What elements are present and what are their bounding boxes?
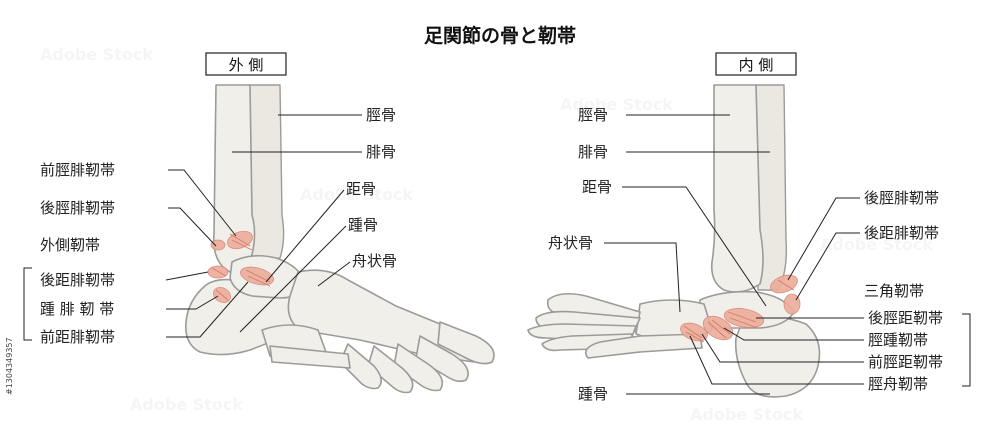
medial-calcaneus-label: 踵骨 [578,385,608,403]
medial-ant-tibiotalar-label: 前脛距靭帯 [868,353,943,371]
lateral-post-talofibular-leader [166,272,208,280]
medial-tibia-label: 脛骨 [578,106,608,124]
lateral-fifth-metatarsal [270,346,350,368]
medial-view: 内 側 [528,53,970,403]
medial-tibia-shape [712,85,763,292]
lateral-navicular-label: 舟状骨 [352,252,397,270]
watermark-text: Adobe Stock [40,45,153,64]
lateral-ant-talofibular-label: 前距腓靭帯 [40,328,115,346]
lateral-ptfl-upper-leader [168,208,216,246]
lateral-view: 外 側 [24,53,494,393]
medial-tibionavicular-label: 脛舟靭帯 [868,375,928,393]
medial-talus-label: 距骨 [582,178,612,196]
lateral-tibia-label: 脛骨 [366,106,396,124]
medial-view-label: 内 側 [739,56,774,74]
lateral-atfl-upper-label: 前脛腓靭帯 [40,161,115,179]
lateral-post-talofibular-ligament [208,266,228,278]
medial-tibiocalcaneal-label: 脛踵靭帯 [868,331,928,349]
watermark-text: Adobe Stock [130,395,243,414]
medial-post-talofibular-label: 後距腓靭帯 [864,224,939,242]
lateral-ptfl-upper-label: 後脛腓靭帯 [40,199,115,217]
lateral-view-label: 外 側 [229,56,264,74]
medial-post-tibiotalar-label: 後脛距靭帯 [868,309,943,327]
lateral-post-tibiofibular-ligament [211,240,225,250]
medial-navicular-label: 舟状骨 [548,234,593,252]
medial-deltoid-bracket [962,314,970,386]
medial-deltoid-group-label: 三角靭帯 [864,282,924,300]
medial-calcaneus-shape [736,317,820,396]
lateral-talus-label: 距骨 [346,180,376,198]
lateral-group-bracket [24,268,32,340]
watermark-text: Adobe Stock [560,95,673,114]
lateral-calcaneofibular-label: 踵 腓 靭 帯 [40,300,114,318]
lateral-post-talofibular-label: 後距腓靭帯 [40,271,115,289]
lateral-fibula-label: 腓骨 [366,143,396,161]
watermark-text: Adobe Stock [690,405,803,424]
medial-fibula-label: 腓骨 [578,143,608,161]
diagram-title: 足関節の骨と靭帯 [424,24,576,47]
medial-post-tibiofibular-label: 後脛腓靭帯 [864,189,939,207]
stock-id-text: #1304349357 [5,337,14,395]
lateral-calcaneus-label: 踵骨 [348,216,378,234]
lateral-group-label: 外側靭帯 [40,236,100,254]
